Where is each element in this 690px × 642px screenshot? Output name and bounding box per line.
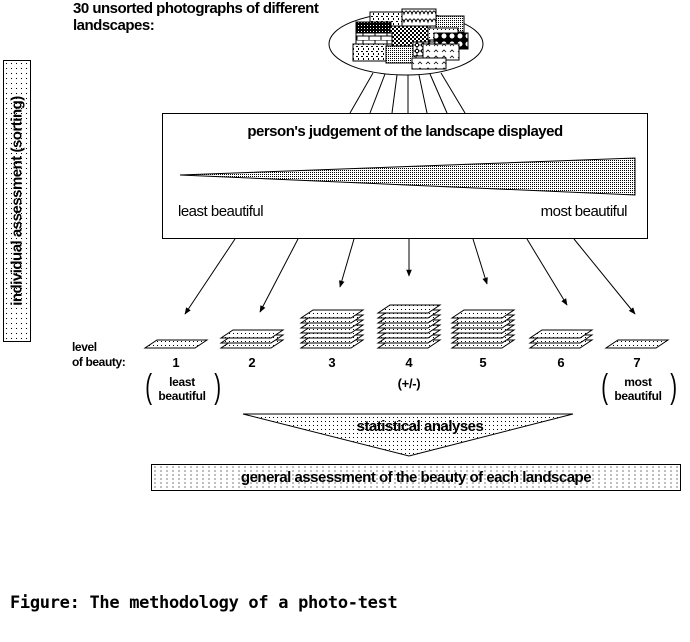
judgement-title: person's judgement of the landscape disp… xyxy=(247,123,563,140)
level-number-5: 5 xyxy=(479,355,487,370)
general-assessment-label: general assessment of the beauty of each… xyxy=(240,469,592,486)
note-line: beautiful xyxy=(158,389,206,403)
open-paren-least: ( xyxy=(145,368,153,406)
photo-thumbnail xyxy=(352,43,388,62)
least-beautiful-note: least beautiful xyxy=(150,375,214,403)
neutral-note: (+/-) xyxy=(397,376,421,391)
statistical-analyses-label: statistical analyses xyxy=(356,418,484,435)
photo-sheet xyxy=(604,339,670,349)
general-assessment-box: general assessment of the beauty of each… xyxy=(151,464,681,491)
heading-line-1: 30 unsorted photographs of different xyxy=(73,0,319,17)
photo-stacks xyxy=(143,304,670,349)
judgement-box: person's judgement of the landscape disp… xyxy=(162,113,648,239)
close-paren-least: ) xyxy=(214,368,222,406)
photo-sheet xyxy=(143,339,209,349)
individual-assessment-box: individual assessment (sorting) xyxy=(3,60,31,342)
photo-sheet xyxy=(528,329,594,339)
level-label-line-1: level xyxy=(72,340,97,354)
level-number-1: 1 xyxy=(172,355,180,370)
level-number-6: 6 xyxy=(557,355,565,370)
photo-sheet xyxy=(450,309,516,319)
individual-assessment-label: individual assessment (sorting) xyxy=(8,96,26,306)
note-line: most xyxy=(624,375,652,389)
level-number-4: 4 xyxy=(405,355,413,370)
level-number-3: 3 xyxy=(328,355,336,370)
level-of-beauty-label: level of beauty: xyxy=(72,340,126,370)
photo-sheet xyxy=(219,329,285,339)
note-line: least xyxy=(169,375,195,389)
note-line: beautiful xyxy=(614,389,662,403)
least-beautiful-label: least beautiful xyxy=(178,203,264,220)
level-number-2: 2 xyxy=(248,355,256,370)
most-beautiful-note: most beautiful xyxy=(606,375,670,403)
statistical-funnel xyxy=(242,413,574,457)
photographs-heading: 30 unsorted photographs of different lan… xyxy=(73,0,319,34)
photo-sheet xyxy=(299,309,365,319)
close-paren-most: ) xyxy=(670,368,678,406)
photo-sheet xyxy=(376,304,442,314)
heading-line-2: landscapes: xyxy=(73,17,155,34)
photo-thumbnail xyxy=(411,57,447,70)
open-paren-most: ( xyxy=(601,368,609,406)
level-label-line-2: of beauty: xyxy=(72,355,126,369)
most-beautiful-label: most beautiful xyxy=(540,203,628,220)
sorting-arrows xyxy=(184,238,636,315)
level-number-7: 7 xyxy=(633,355,641,370)
figure-caption: Figure: The methodology of a photo-test xyxy=(10,593,398,613)
photographs-group xyxy=(328,8,484,76)
photo-thumbnail xyxy=(401,8,437,27)
ellipse-connector-lines xyxy=(349,72,466,114)
